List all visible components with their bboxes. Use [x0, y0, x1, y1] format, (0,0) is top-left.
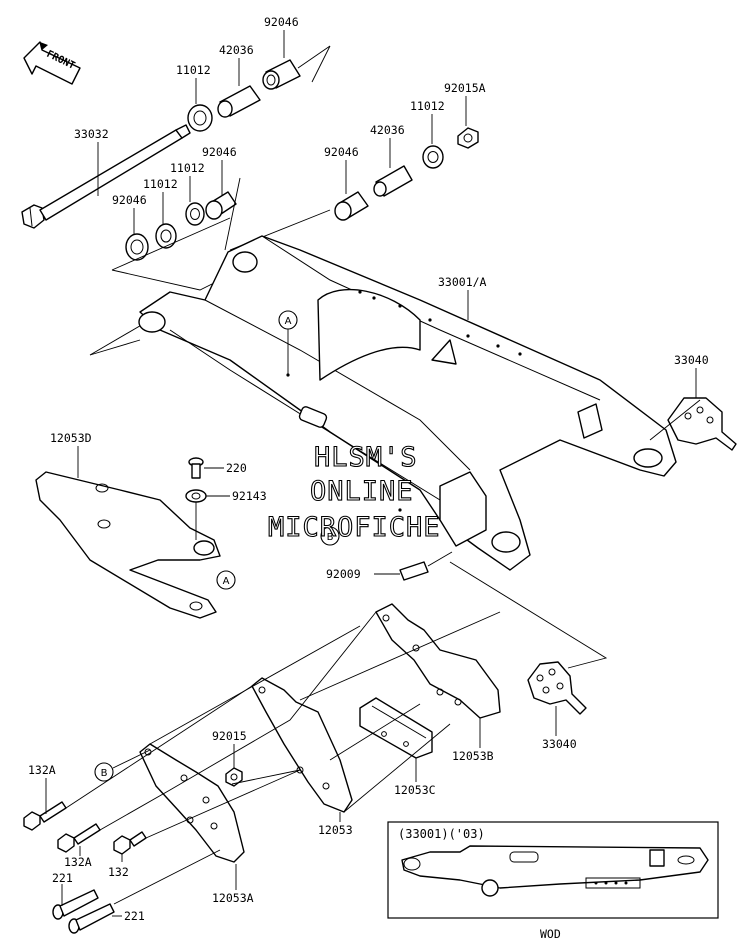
- label-12053C: 12053C: [394, 783, 436, 797]
- part-labels: 92046 42036 11012 33032 92046 11012 1101…: [28, 15, 709, 923]
- label-42036-top: 42036: [219, 43, 254, 57]
- label-221-top: 221: [52, 871, 73, 885]
- label-12053A: 12053A: [212, 891, 254, 905]
- inset-box: (33001)('03): [387, 821, 719, 919]
- label-42036-right: 42036: [370, 123, 405, 137]
- bolt-221-top: [52, 889, 99, 920]
- label-92046-top: 92046: [264, 15, 299, 29]
- bolt-132A-top: [23, 801, 67, 831]
- chain-adjuster-bottom: [449, 561, 608, 715]
- label-33040-top: 33040: [674, 353, 709, 367]
- bearing-stack-left: [125, 191, 237, 261]
- label-33032: 33032: [74, 127, 109, 141]
- callout-b-upper: B: [320, 526, 340, 546]
- watermark: HLSM'S ONLINE MICROFICHE: [267, 441, 441, 543]
- stud-92009: [399, 551, 453, 581]
- lower-assembly-lines: [65, 611, 501, 905]
- bearing-stack-right: [334, 127, 479, 221]
- chain-guide-bracket-12053A: [139, 743, 245, 863]
- callout-a-lower: A: [216, 570, 236, 590]
- inset-swingarm: [401, 845, 709, 897]
- label-33040-bottom: 33040: [542, 737, 577, 751]
- label-33001A: 33001/A: [438, 275, 487, 289]
- callout-a-upper: A: [278, 310, 298, 376]
- collar-92143: [185, 489, 207, 540]
- svg-text:A: A: [223, 576, 230, 587]
- label-12053: 12053: [318, 823, 353, 837]
- label-11012-left: 11012: [143, 177, 178, 191]
- label-132A-top: 132A: [28, 763, 56, 777]
- label-92009: 92009: [326, 567, 361, 581]
- label-92015A: 92015A: [444, 81, 486, 95]
- label-92046-right: 92046: [324, 145, 359, 159]
- front-arrow-icon: FRONT: [23, 41, 81, 85]
- chain-adjuster-top: [649, 397, 737, 451]
- label-92046-mid: 92046: [202, 145, 237, 159]
- bearing-stack-top: [187, 59, 301, 132]
- watermark-line-2: ONLINE: [310, 476, 414, 507]
- label-132: 132: [108, 865, 129, 879]
- label-221-bottom: 221: [124, 909, 145, 923]
- label-11012-right: 11012: [410, 99, 445, 113]
- callout-b-lower: B: [94, 749, 151, 782]
- inset-title: (33001)('03): [398, 827, 485, 841]
- label-11012-mid: 11012: [170, 161, 205, 175]
- chain-guide-block-12053C: [359, 697, 433, 759]
- swingarm: [138, 235, 677, 571]
- chain-slider-12053D: [35, 471, 221, 619]
- bolt-132: [113, 831, 147, 855]
- bolt-132A-bottom: [57, 823, 101, 853]
- label-220: 220: [226, 461, 247, 475]
- bolt-221-bottom: [68, 903, 115, 934]
- chain-guide-12053B: [375, 603, 501, 719]
- label-92046-left: 92046: [112, 193, 147, 207]
- label-12053B: 12053B: [452, 749, 494, 763]
- label-11012-top: 11012: [176, 63, 211, 77]
- inset-caption: WOD: [540, 927, 561, 941]
- svg-text:B: B: [327, 532, 334, 543]
- chain-guide-12053: [251, 677, 353, 813]
- label-12053D: 12053D: [50, 431, 92, 445]
- label-92015: 92015: [212, 729, 247, 743]
- pivot-shaft: [21, 124, 191, 229]
- watermark-line-3: MICROFICHE: [268, 512, 441, 543]
- label-132A-bottom: 132A: [64, 855, 92, 869]
- watermark-line-1: HLSM'S: [314, 442, 418, 473]
- screw-220: [188, 457, 204, 479]
- label-92143: 92143: [232, 489, 267, 503]
- svg-text:A: A: [285, 316, 292, 327]
- svg-text:B: B: [101, 768, 108, 779]
